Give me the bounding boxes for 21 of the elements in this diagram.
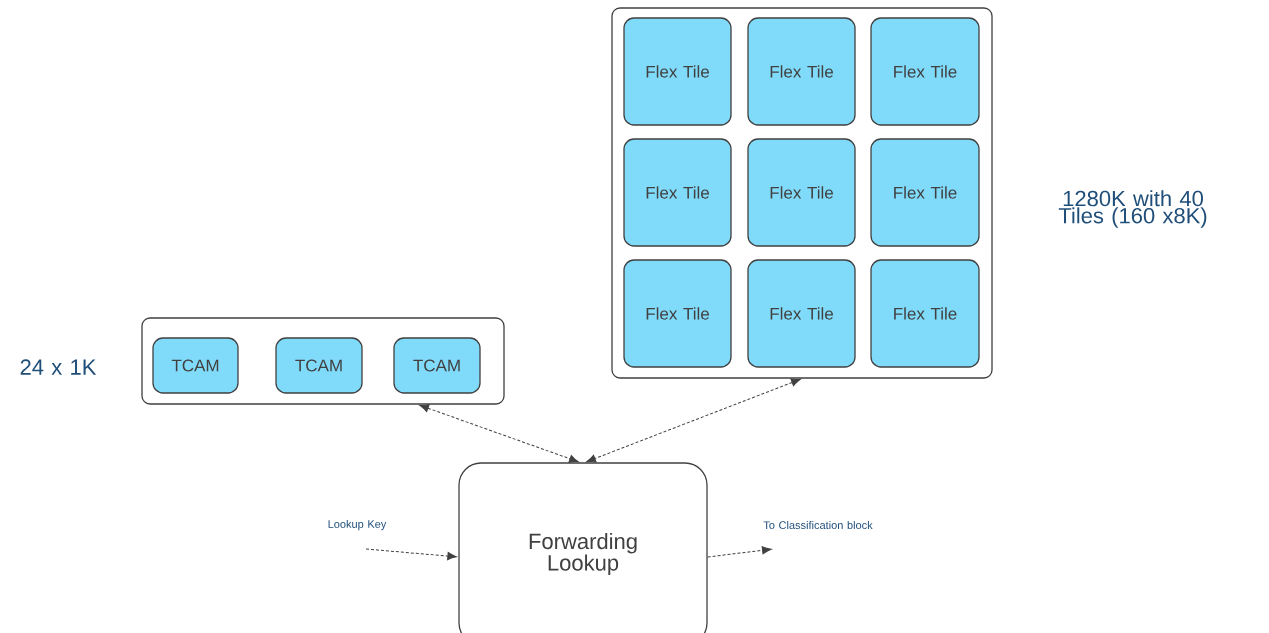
- memory-tile: Flex Tile: [623, 17, 732, 126]
- edge-label: Lookup Key: [326, 518, 388, 532]
- memory-tile: TCAM: [393, 337, 481, 394]
- arrow: [586, 378, 801, 463]
- arrow: [707, 546, 772, 558]
- arrow: [365, 548, 457, 561]
- process-box: Forwarding Lookup: [458, 462, 708, 633]
- memory-tile: Flex Tile: [747, 259, 856, 368]
- memory-tile: Flex Tile: [623, 259, 732, 368]
- edge-label: To Classification block: [762, 519, 874, 531]
- size-label: 24 x 1K: [20, 359, 97, 375]
- memory-tile: Flex Tile: [747, 17, 856, 126]
- memory-tile: Flex Tile: [747, 138, 856, 247]
- memory-tile: Flex Tile: [870, 138, 980, 247]
- memory-tile: Flex Tile: [870, 17, 980, 126]
- memory-tile: Flex Tile: [870, 259, 980, 368]
- memory-tile: TCAM: [152, 337, 239, 394]
- memory-tile: Flex Tile: [623, 138, 732, 247]
- size-label: 1280K with 40 Tiles (160 x8K): [1058, 190, 1207, 228]
- memory-tile: TCAM: [275, 337, 363, 394]
- arrow: [419, 404, 579, 463]
